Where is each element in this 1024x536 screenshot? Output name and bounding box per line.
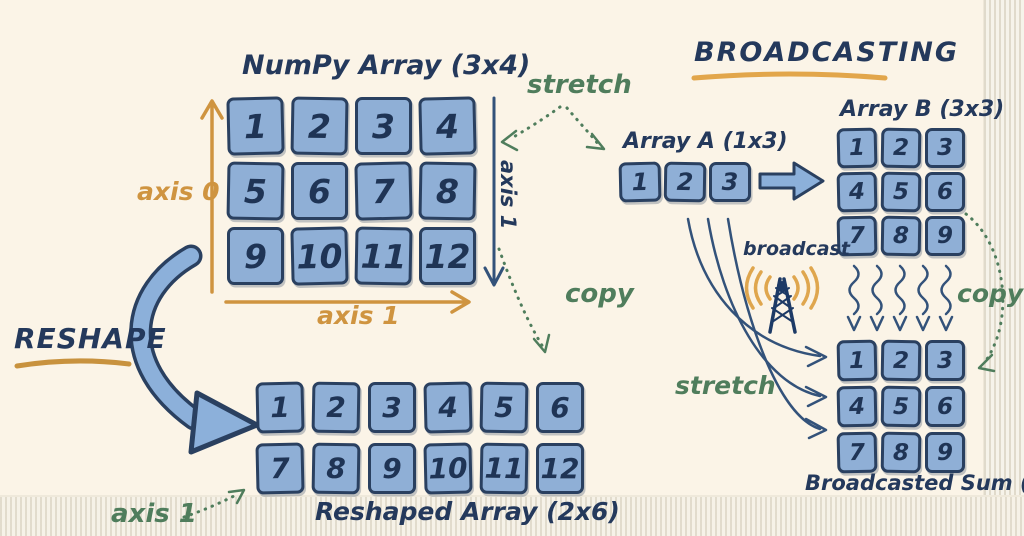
- stretch-dotted-arrow-right: [565, 106, 601, 147]
- array-cell: 7: [354, 161, 413, 221]
- reshaped-array-caption: Reshaped Array (2x6): [315, 497, 620, 526]
- array-cell: 9: [227, 227, 284, 285]
- array-cell: 1: [618, 161, 662, 203]
- copy-label-left: copy: [565, 279, 634, 309]
- reshape-arrowhead: [188, 390, 260, 455]
- reshape-underline: [14, 358, 132, 369]
- array-cell: 8: [311, 442, 361, 495]
- broadcasted-sum-caption: Broadcasted Sum (3x3): [805, 471, 1024, 495]
- reshape-title: RESHAPE: [14, 322, 167, 355]
- copy-label-right: copy: [957, 279, 1024, 308]
- wavy-copy-arrow-3: [892, 264, 908, 332]
- stretch-arrowhead-right: [585, 132, 606, 151]
- wavy-copy-arrow-2: [869, 264, 885, 332]
- array-a-label: Array A (1x3): [623, 129, 788, 154]
- broadcast-label: broadcast: [743, 238, 850, 260]
- array-cell: 6: [925, 386, 965, 427]
- napkin-texture-bottom: [0, 495, 1024, 536]
- array-cell: 1: [226, 96, 285, 156]
- array-cell: 12: [419, 227, 476, 285]
- array-cell: 5: [880, 385, 922, 428]
- napkin-texture-right: [983, 0, 1024, 536]
- array-cell: 1: [836, 339, 878, 382]
- array-cell: 11: [479, 442, 529, 495]
- array-cell: 9: [925, 432, 965, 473]
- radio-waves-left: [744, 266, 772, 310]
- stretch-label-left: stretch: [527, 70, 632, 100]
- axis1-label: axis 1: [317, 301, 400, 330]
- array-cell: 2: [311, 381, 361, 434]
- array-cell: 8: [880, 431, 922, 474]
- array-cell: 9: [925, 216, 965, 256]
- array-cell: 4: [836, 385, 878, 428]
- radio-waves-right: [792, 266, 820, 310]
- array-cell: 3: [925, 128, 965, 168]
- array-cell: 4: [423, 381, 473, 434]
- stretch-arrowhead-left: [500, 129, 519, 152]
- stretch-label-right: stretch: [675, 371, 776, 400]
- radio-tower-icon: [744, 266, 820, 334]
- array-cell: 1: [836, 127, 878, 169]
- array-cell: 11: [354, 226, 413, 286]
- array-cell: 5: [226, 161, 285, 221]
- broadcasting-underline: [691, 71, 888, 81]
- wavy-copy-arrow-1: [846, 264, 862, 332]
- array-cell: 1: [255, 381, 305, 434]
- array-cell: 7: [255, 442, 305, 495]
- array-cell: 3: [368, 382, 416, 433]
- array-cell: 12: [536, 443, 584, 494]
- array-cell: 6: [536, 382, 584, 433]
- array-cell: 6: [925, 172, 965, 212]
- stretch-dotted-arrow-left: [508, 105, 562, 141]
- array-cell: 6: [291, 162, 348, 220]
- array-cell: 4: [836, 171, 878, 213]
- array-cell: 3: [355, 97, 412, 155]
- array-cell: 9: [368, 443, 416, 494]
- array-cell: 5: [479, 381, 529, 434]
- array-cell: 2: [880, 127, 922, 169]
- copy-arrowhead-left: [532, 333, 551, 354]
- axis0-label: axis 0: [137, 177, 220, 206]
- numpy-array-title: NumPy Array (3x4): [242, 50, 531, 81]
- array-cell: 10: [423, 442, 473, 495]
- array-cell: 3: [925, 340, 965, 381]
- wavy-copy-arrow-5: [938, 264, 954, 332]
- array-cell: 2: [290, 96, 349, 156]
- array-cell: 4: [418, 96, 477, 156]
- array-b-label: Array B (3x3): [840, 97, 1005, 122]
- array-cell: 2: [880, 339, 922, 382]
- array-cell: 8: [418, 161, 477, 221]
- array-cell: 8: [880, 215, 922, 257]
- axis1-bottom-label: axis 1: [111, 499, 197, 529]
- array-cell: 10: [290, 226, 349, 286]
- broadcasting-title: BROADCASTING: [694, 37, 960, 68]
- axis1-vertical-label: axis 1: [496, 160, 520, 230]
- array-cell: 5: [880, 171, 922, 213]
- array-cell: 2: [663, 161, 707, 203]
- arrayA-to-arrayB-arrow: [758, 161, 825, 201]
- wavy-copy-arrow-4: [915, 264, 931, 332]
- copy-dotted-arrow-left: [497, 247, 545, 349]
- array-cell: 3: [709, 162, 751, 202]
- array-cell: 7: [836, 431, 878, 474]
